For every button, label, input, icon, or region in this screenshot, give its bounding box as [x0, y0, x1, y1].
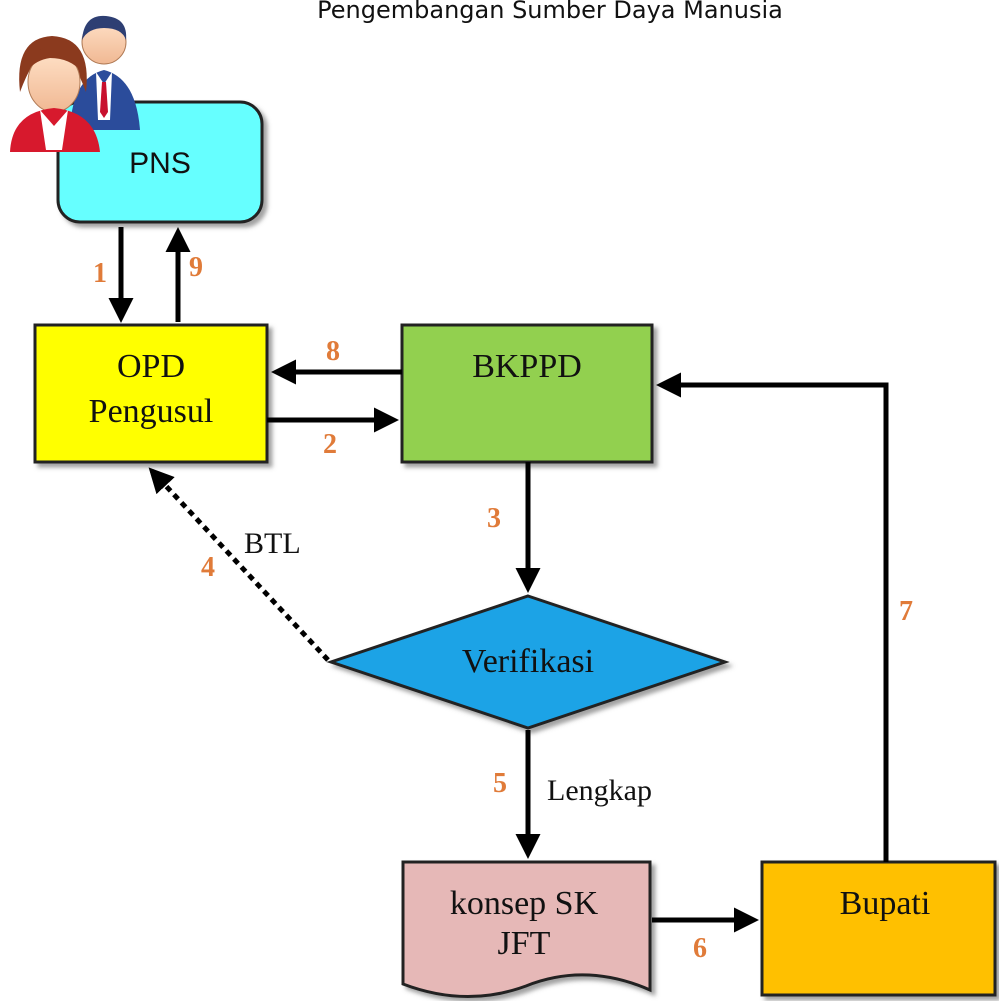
verifikasi-decision: Verifikasi [326, 594, 730, 730]
arrow-4-btl [148, 467, 330, 662]
btl-label: BTL [244, 527, 301, 560]
step-number-9: 9 [189, 252, 203, 283]
step-number-2: 2 [323, 429, 337, 460]
opd-pengusul-node: OPD Pengusul [33, 323, 269, 464]
bkppd-node: BKPPD [400, 323, 654, 464]
verifikasi-label: Verifikasi [462, 643, 594, 680]
pns-label: PNS [129, 147, 191, 180]
step-number-7: 7 [899, 596, 913, 627]
step-number-8: 8 [326, 336, 340, 367]
step-number-6: 6 [693, 933, 707, 964]
step-number-4: 4 [201, 552, 215, 583]
step-number-3: 3 [487, 503, 501, 534]
opd-label-line1: OPD [117, 348, 185, 385]
bupati-label: Bupati [840, 885, 931, 922]
bupati-node: Bupati [760, 860, 997, 997]
step-number-5: 5 [493, 768, 507, 799]
bkppd-label: BKPPD [472, 348, 582, 385]
konsep-label-line2: JFT [498, 925, 551, 962]
arrow-7 [656, 372, 889, 862]
step-number-1: 1 [93, 258, 107, 289]
konsep-sk-jft-document: konsep SK JFT [401, 860, 652, 998]
lengkap-label: Lengkap [547, 774, 652, 807]
pns-node: PNS [56, 100, 264, 224]
konsep-label-line1: konsep SK [450, 885, 599, 922]
page-title: Pengembangan Sumber Daya Manusia [317, 0, 783, 24]
opd-label-line2: Pengusul [89, 393, 214, 430]
people-icon [10, 15, 140, 152]
